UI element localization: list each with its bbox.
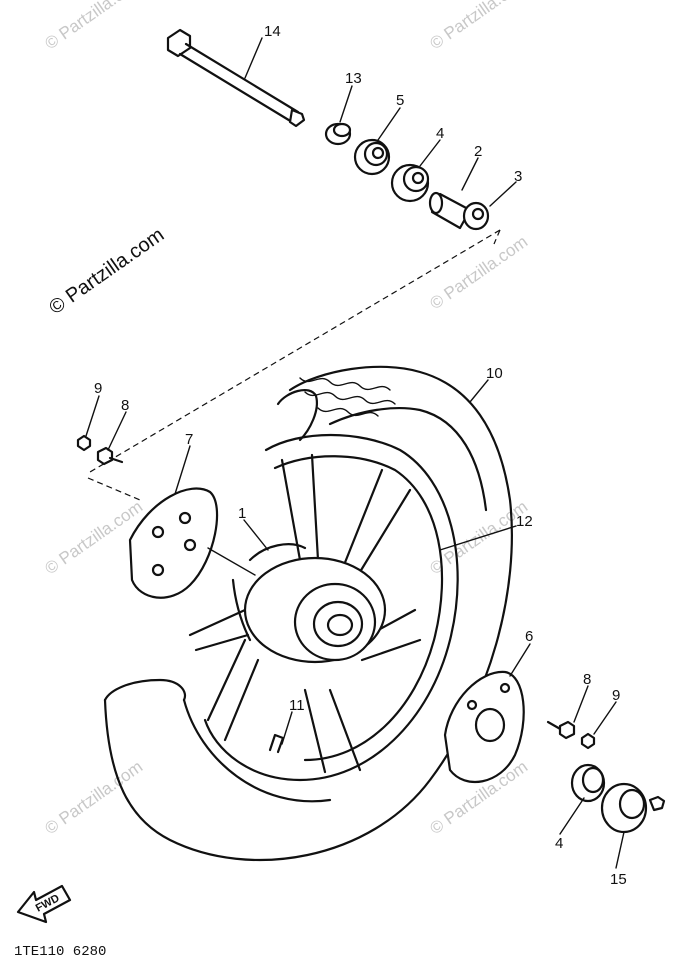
assembly-lines [87, 229, 501, 501]
callout-13: 13 [345, 70, 362, 87]
watermark: © Partzilla.com [426, 0, 531, 53]
callout-12: 12 [516, 513, 533, 530]
spacer-part [428, 191, 490, 231]
brake-disc-left-part [128, 487, 219, 599]
callout-5: 5 [396, 92, 404, 109]
bolt-right-part [546, 720, 576, 740]
oil-seal-part [353, 138, 391, 176]
callouts: 14 13 5 4 2 3 9 8 7 1 10 12 11 6 8 9 4 1… [94, 23, 627, 888]
callout-10: 10 [486, 365, 503, 382]
collar-part-lower [600, 782, 666, 834]
axle-part [166, 28, 306, 128]
wheel-rim-part [188, 433, 459, 782]
callout-4-lower: 4 [555, 835, 563, 852]
bearing-part-upper [390, 163, 430, 203]
callout-7: 7 [185, 431, 193, 448]
nut-right-part [580, 732, 596, 750]
watermark: © Partzilla.com [41, 0, 146, 53]
callout-9-right: 9 [612, 687, 620, 704]
callout-14: 14 [264, 23, 281, 40]
callout-11: 11 [289, 697, 305, 714]
collar-part [324, 122, 352, 146]
watermark-main: © Partzilla.com [45, 224, 168, 319]
bolt-left-part [96, 446, 124, 466]
callout-8-left: 8 [121, 397, 129, 414]
watermark: © Partzilla.com [426, 232, 531, 313]
leader-lines [85, 37, 625, 869]
diagram-code: 1TE110 6280 [14, 944, 106, 960]
callout-6: 6 [525, 628, 533, 645]
callout-1: 1 [238, 505, 246, 522]
callout-9-left: 9 [94, 380, 102, 397]
watermark: © Partzilla.com [41, 757, 146, 838]
callout-2: 2 [474, 143, 482, 160]
callout-15: 15 [610, 871, 627, 888]
callout-8-right: 8 [583, 671, 591, 688]
callout-4-upper: 4 [436, 125, 444, 142]
nut-left-part [76, 434, 92, 452]
brake-disc-right-part [443, 670, 525, 784]
callout-3: 3 [514, 168, 522, 185]
forward-arrow-icon: FWD [16, 884, 72, 924]
bearing-part-lower [570, 763, 606, 803]
